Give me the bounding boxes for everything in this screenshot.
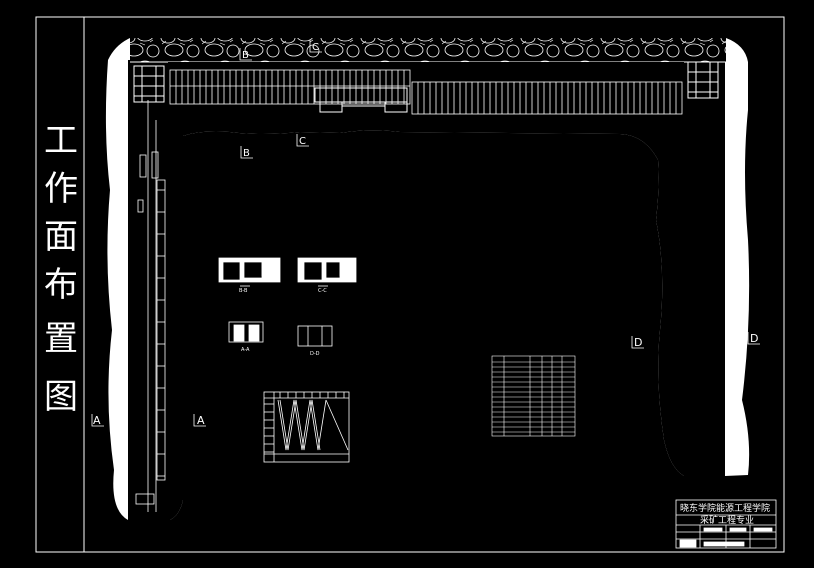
- title-char-5: 置: [44, 319, 78, 359]
- marker-d-right: D: [750, 332, 758, 345]
- left-roadway-conveyor: [135, 100, 166, 512]
- title-block-school: 晓东学院能源工程学院: [680, 502, 770, 514]
- section-aa-detail: [228, 321, 264, 343]
- section-dd-detail: [297, 325, 333, 347]
- rock-strata-hatch: [130, 38, 726, 62]
- section-cc-detail: [297, 257, 357, 287]
- section-bb-label: B-B: [239, 288, 248, 294]
- title-block-major: 采矿工程专业: [700, 514, 754, 526]
- title-char-4: 布: [44, 265, 78, 305]
- marker-a-left: A: [93, 414, 101, 427]
- title-char-1: 工: [44, 121, 78, 161]
- shearer: [314, 87, 408, 113]
- support-row-left: [169, 69, 411, 105]
- cycle-operation-diagram: [263, 391, 350, 463]
- end-support-right: [687, 61, 719, 99]
- title-char-3: 面: [44, 217, 78, 257]
- section-aa-label: A-A: [241, 347, 250, 353]
- title-block: [675, 499, 777, 549]
- section-bb-detail: [218, 257, 281, 287]
- drawing-title: 工 作 面 布 置 图: [44, 121, 78, 417]
- section-dd-label: D-D: [310, 351, 320, 357]
- marker-b-top: B: [242, 50, 249, 61]
- marker-b-bottom: B: [243, 148, 250, 159]
- equipment-table: [491, 355, 576, 437]
- marker-d-left: D: [634, 336, 642, 349]
- face-band: [168, 62, 684, 118]
- title-char-6: 图: [44, 377, 78, 417]
- support-row-right: [411, 81, 683, 115]
- marker-c-top: C: [312, 42, 319, 53]
- end-support-left: [133, 65, 165, 103]
- marker-c-bottom: C: [299, 136, 306, 147]
- section-cc-label: C-C: [318, 288, 327, 294]
- marker-a-right: A: [197, 414, 205, 427]
- drawing-frame: [35, 16, 785, 553]
- goaf-area: [168, 118, 684, 520]
- title-char-2: 作: [44, 169, 78, 209]
- right-roadway: [684, 60, 725, 476]
- section-markers: [91, 40, 760, 427]
